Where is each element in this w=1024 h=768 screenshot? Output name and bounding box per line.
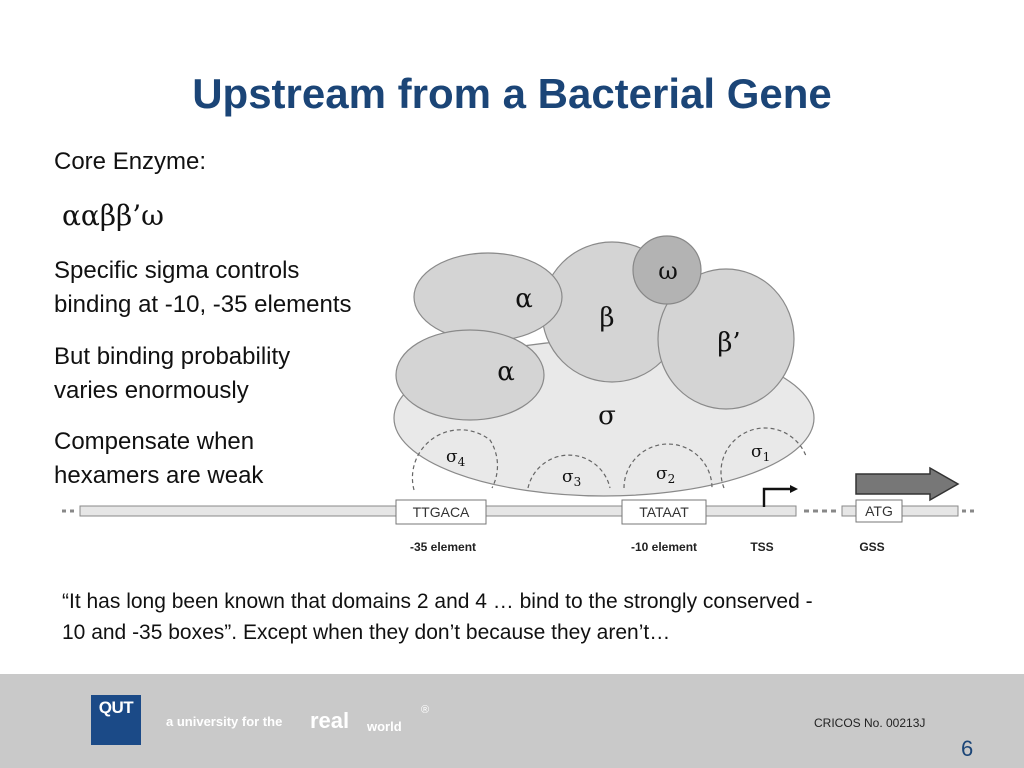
dna-strand: [62, 505, 976, 517]
tagline-world: world: [367, 719, 402, 734]
bullet-compensate: Compensate when hexamers are weak: [54, 425, 263, 493]
sigma-label: σ: [598, 401, 616, 431]
minus10-element-label: -10 element: [631, 540, 697, 554]
alpha-bottom-label: α: [497, 357, 515, 387]
bullet-sigma-line1: Specific sigma controls: [54, 257, 300, 284]
minus10-box: [621, 499, 707, 525]
bullet-binding-probability: But binding probability varies enormousl…: [54, 340, 290, 408]
bullet-compensate-line2: hexamers are weak: [54, 462, 264, 489]
tss-label: TSS: [750, 540, 773, 554]
quote: “It has long been known that domains 2 a…: [62, 586, 992, 648]
gss-label: GSS: [859, 540, 884, 554]
bullet-binding-line2: varies enormously: [54, 377, 249, 404]
minus35-box: [395, 499, 487, 525]
sigma-domains: [411, 427, 807, 491]
alpha-subunit-top: [413, 252, 563, 342]
beta-label: β: [599, 303, 614, 333]
bullet-binding-line1: But binding probability: [54, 343, 291, 370]
atg-box: [855, 499, 903, 523]
slide-title: Upstream from a Bacterial Gene: [192, 70, 832, 117]
sigma4-label: σ4: [446, 447, 466, 469]
minus35-sequence: TTGACA: [413, 504, 470, 520]
sigma3-domain: [527, 454, 611, 489]
registered-mark: ®: [421, 704, 430, 716]
rna-polymerase-diagram: α α β β’ ω σ σ4 σ3 σ2 σ1 TTGACA TATAAT A…: [62, 235, 976, 554]
beta-prime-label: β’: [717, 328, 740, 358]
bullet-compensate-line1: Compensate when: [54, 428, 255, 455]
alpha-subunit-bottom: [395, 329, 545, 421]
bullet-sigma: Specific sigma controls binding at -10, …: [54, 254, 352, 322]
omega-subunit: [632, 235, 702, 305]
alpha-top-label: α: [515, 284, 533, 314]
sigma2-label: σ2: [656, 464, 675, 486]
omega-label: ω: [658, 257, 678, 285]
tagline-real: real: [310, 708, 350, 733]
sigma3-label: σ3: [562, 467, 581, 489]
sigma4-domain: [411, 429, 499, 491]
core-enzyme-formula: ααββ’ω: [62, 199, 164, 232]
bullet-sigma-line2: binding at -10, -35 elements: [54, 291, 352, 318]
sigma1-label: σ1: [751, 442, 770, 464]
gene-arrow-icon: [855, 466, 960, 502]
quote-line1: “It has long been known that domains 2 a…: [62, 590, 813, 613]
tagline-prefix: a university for the: [166, 714, 283, 729]
minus35-element-label: -35 element: [410, 540, 476, 554]
core-enzyme-label: Core Enzyme:: [54, 148, 207, 175]
atg-sequence: ATG: [865, 503, 893, 519]
qut-logo: QUT: [91, 695, 141, 745]
cricos-number: CRICOS No. 00213J: [814, 716, 926, 730]
footer-bar: [0, 674, 1024, 768]
quote-line2: 10 and -35 boxes”. Except when they don’…: [62, 621, 671, 644]
tss-arrow-icon: [762, 485, 798, 507]
beta-prime-subunit: [657, 268, 795, 410]
minus10-sequence: TATAAT: [639, 504, 689, 520]
page-number: 6: [961, 736, 974, 761]
